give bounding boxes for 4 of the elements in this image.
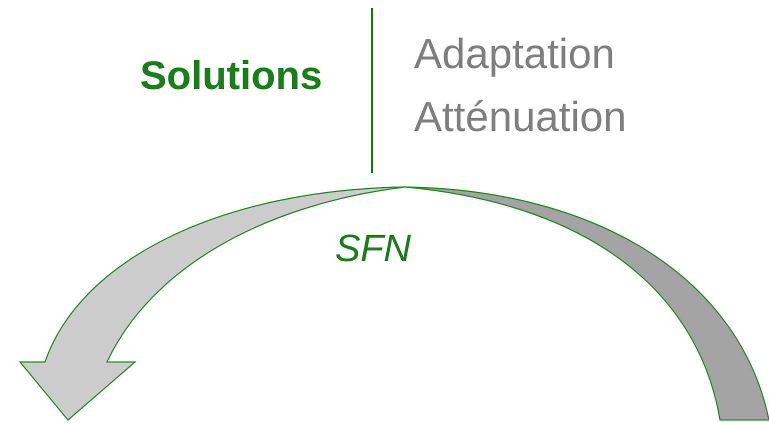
arrow-label: SFN xyxy=(335,230,411,268)
solution-label: Atténuation xyxy=(414,96,627,138)
heading-label: Solutions xyxy=(140,56,322,96)
solution-label: Adaptation xyxy=(414,33,615,75)
